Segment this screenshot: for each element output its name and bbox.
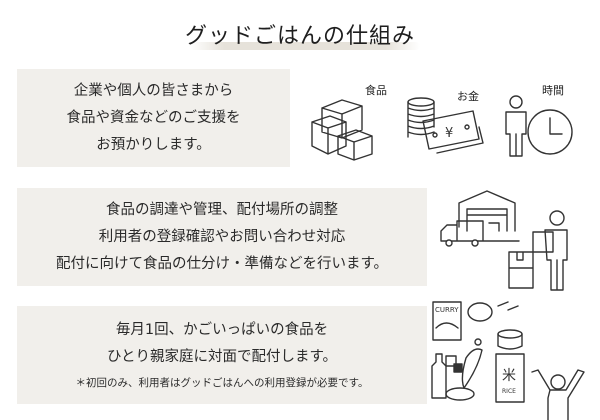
rice-label: RICE — [502, 388, 516, 395]
rice-kanji: 米 — [502, 368, 516, 384]
step-operation-box: 食品の調達や管理、配付場所の調整 利用者の登録確認やお問い合わせ対応 配付に向け… — [17, 188, 427, 286]
person-with-clock-icon — [505, 95, 573, 157]
page-title: グッドごはんの仕組み — [184, 24, 415, 49]
curry-label: CURRY — [435, 306, 459, 314]
step2-line: 利用者の登録確認やお問い合わせ対応 — [98, 228, 346, 245]
registration-note: ＊初回のみ、利用者はグッドごはんへの利用登録が必要です。 — [75, 377, 369, 389]
step1-line: 企業や個人の皆さまから — [73, 82, 234, 99]
money-label: お金 — [457, 90, 479, 103]
food-label: 食品 — [365, 84, 387, 97]
step-donation-box: 企業や個人の皆さまから 食品や資金などのご支援を お預かりします。 — [17, 69, 290, 167]
step3-line: ひとり親家庭に対面で配付します。 — [106, 349, 338, 365]
yen-symbol: ¥ — [445, 126, 453, 141]
step3-line: 毎月1回、かごいっぱいの食品を — [115, 322, 329, 338]
cardboard-boxes-icon — [311, 99, 373, 161]
time-label: 時間 — [542, 84, 564, 97]
cheering-person-icon — [531, 369, 585, 420]
person-carrying-box-icon — [508, 210, 568, 291]
step1-line: お預かりします。 — [96, 136, 211, 153]
step2-line: 食品の調達や管理、配付場所の調整 — [106, 201, 338, 218]
step2-line: 配付に向けて食品の仕分け・準備などを行います。 — [55, 255, 389, 272]
coins-and-yen-bill-icon: ¥ — [407, 97, 484, 154]
step1-line: 食品や資金などのご支援を — [66, 109, 241, 126]
food-assortment-icon: CURRY 米 RICE — [431, 301, 525, 403]
step-distribution-box: 毎月1回、かごいっぱいの食品を ひとり親家庭に対面で配付します。 ＊初回のみ、利… — [17, 306, 427, 404]
warehouse-truck-icon — [440, 190, 520, 247]
title-underline — [190, 42, 420, 50]
